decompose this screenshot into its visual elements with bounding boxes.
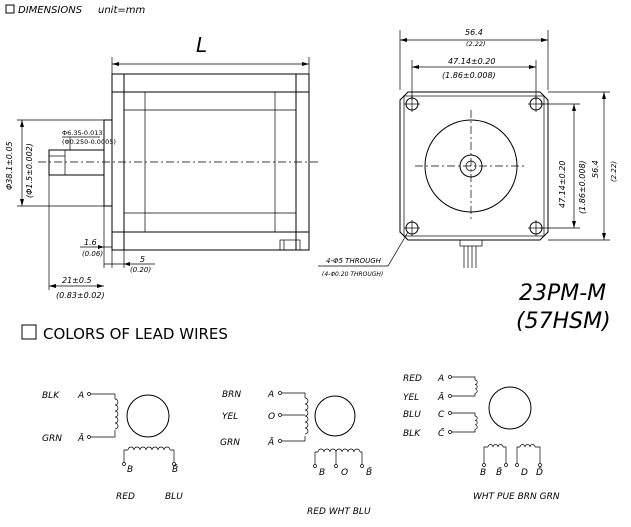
dimensions-title: DIMENSIONS (18, 5, 83, 16)
dim-21: 21±0.5 (62, 276, 92, 285)
svg-text:O: O (341, 468, 348, 478)
svg-text:B̄: B̄ (172, 463, 178, 475)
svg-text:C: C (438, 410, 445, 420)
height-dim-in: (2.22) (610, 161, 618, 182)
svg-text:B̄: B̄ (366, 466, 372, 478)
svg-text:D̄: D̄ (536, 466, 543, 478)
model-alt: (57HSM) (516, 309, 611, 334)
svg-text:BLK: BLK (403, 429, 421, 439)
svg-text:BLK: BLK (42, 391, 60, 401)
svg-text:A: A (267, 390, 274, 400)
pilot-dia-in: (Φ1.5±0.002) (25, 143, 34, 198)
svg-text:RED WHT BLU: RED WHT BLU (307, 507, 371, 517)
shaft-dia-in: (Φ0.250-0.0005) (62, 138, 116, 146)
dim-5-in: (0.20) (130, 266, 151, 274)
svg-text:B̄: B̄ (496, 466, 502, 478)
svg-text:YEL: YEL (222, 412, 238, 422)
hole-spacing-v: 47.14±0.20 (558, 161, 567, 208)
dim-21-in: (0.83±0.02) (56, 291, 105, 300)
hole-spacing-in: (1.86±0.008) (442, 71, 496, 80)
pilot-dia: Φ38.1±0.05 (5, 141, 14, 190)
svg-text:RED: RED (403, 374, 422, 384)
holes-note: 4-Φ5 THROUGH (326, 257, 382, 265)
model-name: 23PM-M (519, 281, 606, 306)
wiring-bipolar: BLK GRN A Ā B B̄ RED BLU (42, 391, 183, 502)
hole-spacing-v-in: (1.86±0.008) (578, 160, 587, 214)
side-view: L Φ6.35-0.013 (Φ0.250-0.0005) (5, 33, 320, 300)
svg-text:A: A (77, 391, 84, 401)
dim-1-6: 1.6 (84, 238, 97, 247)
svg-text:C̄: C̄ (438, 427, 445, 439)
leads-checkbox (21, 324, 37, 340)
svg-text:Ā: Ā (437, 392, 444, 403)
svg-text:RED: RED (116, 492, 135, 502)
svg-text:Ā: Ā (77, 433, 84, 444)
svg-text:GRN: GRN (42, 434, 62, 444)
width-dim-in: (2.22) (466, 40, 486, 48)
svg-text:B: B (319, 468, 325, 478)
leads-title: COLORS OF LEAD WIRES (43, 325, 228, 343)
shaft-dia: Φ6.35-0.013 (62, 129, 103, 137)
front-view: 56.4 (2.22) 47.14±0.20 (1.86±0.008) (318, 28, 618, 278)
svg-text:A: A (437, 374, 444, 384)
svg-text:B: B (127, 465, 133, 475)
svg-text:WHT PUE BRN GRN: WHT PUE BRN GRN (473, 492, 560, 502)
wiring-eight-lead: RED YEL BLU BLK A Ā C C̄ B B̄ D D̄ WHT P… (403, 374, 560, 502)
holes-note-in: (4-Φ0.20 THROUGH) (322, 271, 383, 278)
svg-text:O: O (268, 412, 275, 422)
dim-5: 5 (140, 255, 145, 264)
svg-text:D: D (521, 468, 528, 478)
svg-text:BRN: BRN (222, 390, 241, 400)
svg-text:BLU: BLU (165, 492, 183, 502)
dim-1-6-in: (0.06) (82, 250, 103, 258)
svg-text:YEL: YEL (403, 393, 419, 403)
svg-text:GRN: GRN (220, 438, 240, 448)
height-dim: 56.4 (591, 160, 600, 178)
svg-text:BLU: BLU (403, 410, 421, 420)
svg-text:B: B (480, 468, 486, 478)
width-dim: 56.4 (465, 28, 483, 37)
unit-label: unit=mm (98, 5, 145, 16)
svg-text:Ā: Ā (267, 437, 274, 448)
dimensions-checkbox (5, 4, 15, 14)
hole-spacing: 47.14±0.20 (448, 57, 495, 66)
length-label: L (196, 33, 207, 57)
wiring-six-lead: BRN YEL GRN A O Ā B O B̄ RED WHT BLU (220, 390, 372, 517)
